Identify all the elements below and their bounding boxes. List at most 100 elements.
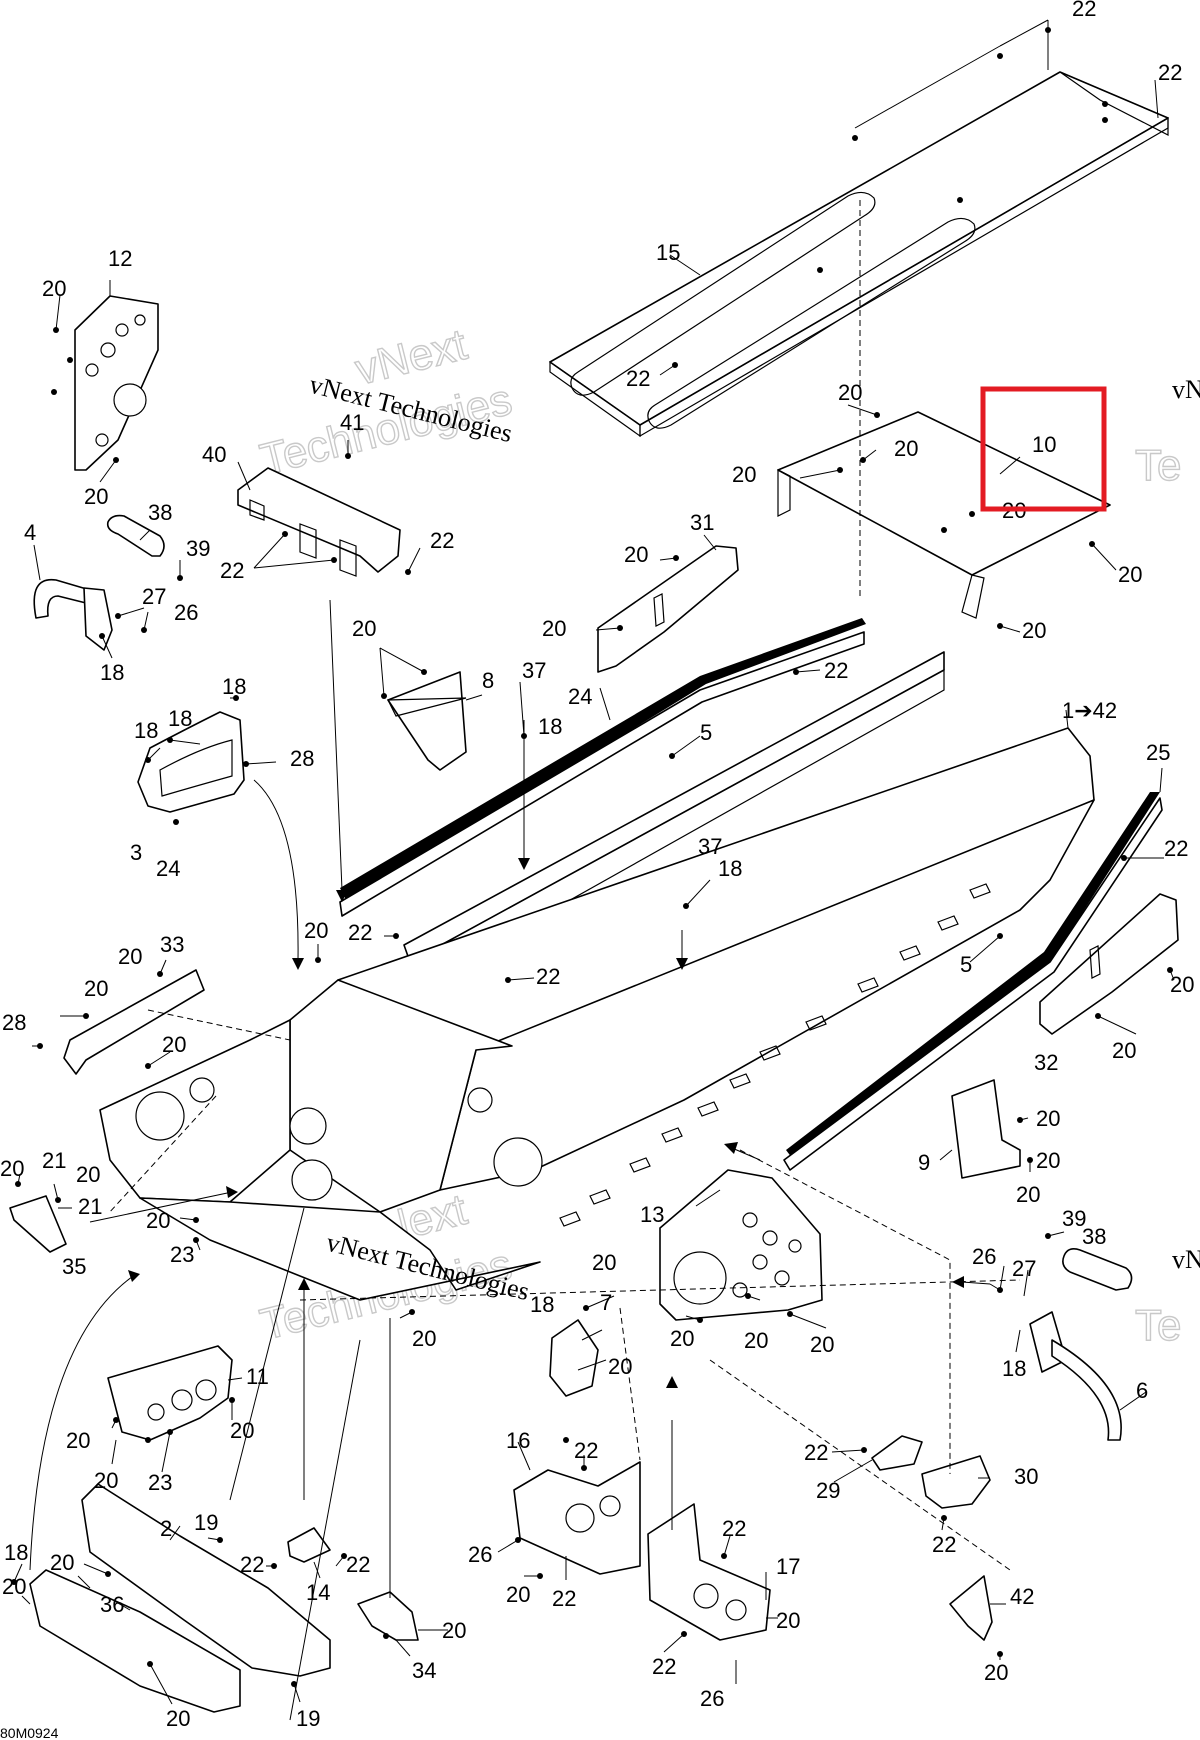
part-30-bracket: [921, 1455, 991, 1509]
callout-label: 19: [296, 1706, 320, 1731]
callout-label: 20: [1016, 1182, 1040, 1207]
callout-label: 5: [700, 720, 712, 745]
callout-label: 18: [222, 674, 246, 699]
part-14-bracket: [287, 1527, 331, 1563]
drawing-code: 80M0924: [0, 1725, 59, 1740]
callout-label: 33: [160, 932, 184, 957]
callout-label: 20: [166, 1706, 190, 1731]
watermark-ghost-edge-top: Te: [1135, 441, 1181, 490]
callout-label: 22: [1164, 836, 1188, 861]
callout-label: 35: [62, 1254, 86, 1279]
callout-label: 8: [482, 668, 494, 693]
callout-label: 20: [542, 616, 566, 641]
callout-label: 22: [1072, 0, 1096, 21]
callout-label: 10: [1032, 432, 1056, 457]
callout-label: 26: [700, 1686, 724, 1711]
alignment-guides: [107, 200, 1021, 1571]
callout-label: 20: [744, 1328, 768, 1353]
part-6-bumper-right: [1029, 1311, 1122, 1441]
part-31-bracket: [597, 545, 739, 673]
part-16-bracket: [513, 1461, 641, 1575]
part-13-bracket: [659, 1169, 823, 1321]
callout-label: 13: [640, 1202, 664, 1227]
callout-label: 20: [1036, 1148, 1060, 1173]
callout-label: 20: [506, 1582, 530, 1607]
callout-label: 28: [290, 746, 314, 771]
callout-label: 38: [1082, 1224, 1106, 1249]
part-7-bracket: [549, 1319, 599, 1397]
part-33-bracket: [63, 969, 205, 1075]
callout-label: 20: [1112, 1038, 1136, 1063]
part-12-bracket: [74, 295, 159, 471]
callout-label: 22: [824, 658, 848, 683]
callout-label: 24: [156, 856, 180, 881]
callout-label: 20: [1036, 1106, 1060, 1131]
callout-label: 9: [918, 1150, 930, 1175]
part-11-bracket: [107, 1345, 233, 1441]
callout-label: 21: [78, 1194, 102, 1219]
part-29-bracket: [871, 1435, 923, 1471]
callout-label: 18: [168, 706, 192, 731]
tunnel-slots: [559, 883, 991, 1227]
part-40-crossbar: [237, 467, 401, 577]
callout-label: 20: [608, 1354, 632, 1379]
part-36-bracket: [29, 1569, 241, 1713]
callout-label: 39: [1062, 1206, 1086, 1231]
callout-label: 21: [42, 1148, 66, 1173]
callout-label: 20: [84, 976, 108, 1001]
part-9-bracket: [951, 1079, 1021, 1179]
callout-label: 22: [722, 1516, 746, 1541]
watermark-text-edge-top: vN: [1172, 375, 1200, 404]
callout-label: 29: [816, 1478, 840, 1503]
callout-label: 22: [652, 1654, 676, 1679]
callout-label: 12: [108, 246, 132, 271]
callout-label: 20: [412, 1326, 436, 1351]
callout-label: 27: [1012, 1256, 1036, 1281]
callout-label: 24: [568, 684, 592, 709]
callout-label: 20: [776, 1608, 800, 1633]
callout-label: 22: [348, 920, 372, 945]
callout-leaders: [13, 19, 1175, 1705]
callout-label: 20: [1170, 972, 1194, 997]
callout-label: 11: [246, 1364, 269, 1389]
callout-label: 18: [530, 1292, 554, 1317]
callout-label: 6: [1136, 1378, 1148, 1403]
part-3-suspension-bracket: [137, 711, 245, 813]
part-8-plate: [387, 671, 467, 771]
callout-label: 31: [690, 510, 714, 535]
callout-label: 22: [626, 366, 650, 391]
callout-label: 42: [1010, 1584, 1034, 1609]
part-25-rail-right: [783, 792, 1163, 1171]
callout-label: 22: [346, 1552, 370, 1577]
callout-label: 2: [160, 1516, 172, 1541]
callout-label: 20: [670, 1326, 694, 1351]
callout-label: 37: [698, 834, 722, 859]
callout-label: 20: [146, 1208, 170, 1233]
callout-label: 7: [600, 1290, 612, 1315]
part-1-tunnel-assembly: [99, 727, 1095, 1301]
callout-label: 37: [522, 658, 546, 683]
callout-label: 1➔42: [1062, 698, 1117, 723]
callout-label: 18: [718, 856, 742, 881]
callout-label: 20: [84, 484, 108, 509]
callout-label: 20: [442, 1618, 466, 1643]
callout-label: 20: [94, 1468, 118, 1493]
callout-label: 20: [118, 944, 142, 969]
callout-label: 18: [100, 660, 124, 685]
part-38-handle-right: [1062, 1248, 1133, 1291]
assembly-arrows: [29, 599, 991, 1721]
highlight-box-part-10: [980, 386, 1107, 512]
callout-label: 20: [838, 380, 862, 405]
part-15-tunnel-plate: [549, 71, 1169, 438]
callout-label: 41: [340, 410, 364, 435]
callout-label: 23: [148, 1470, 172, 1495]
callout-label: 20: [304, 918, 328, 943]
callout-label: 20: [50, 1550, 74, 1575]
callout-label: 22: [430, 528, 454, 553]
part-10-plate: [777, 411, 1111, 619]
callout-label: 20: [592, 1250, 616, 1275]
callout-label: 22: [240, 1552, 264, 1577]
callout-label: 20: [162, 1032, 186, 1057]
